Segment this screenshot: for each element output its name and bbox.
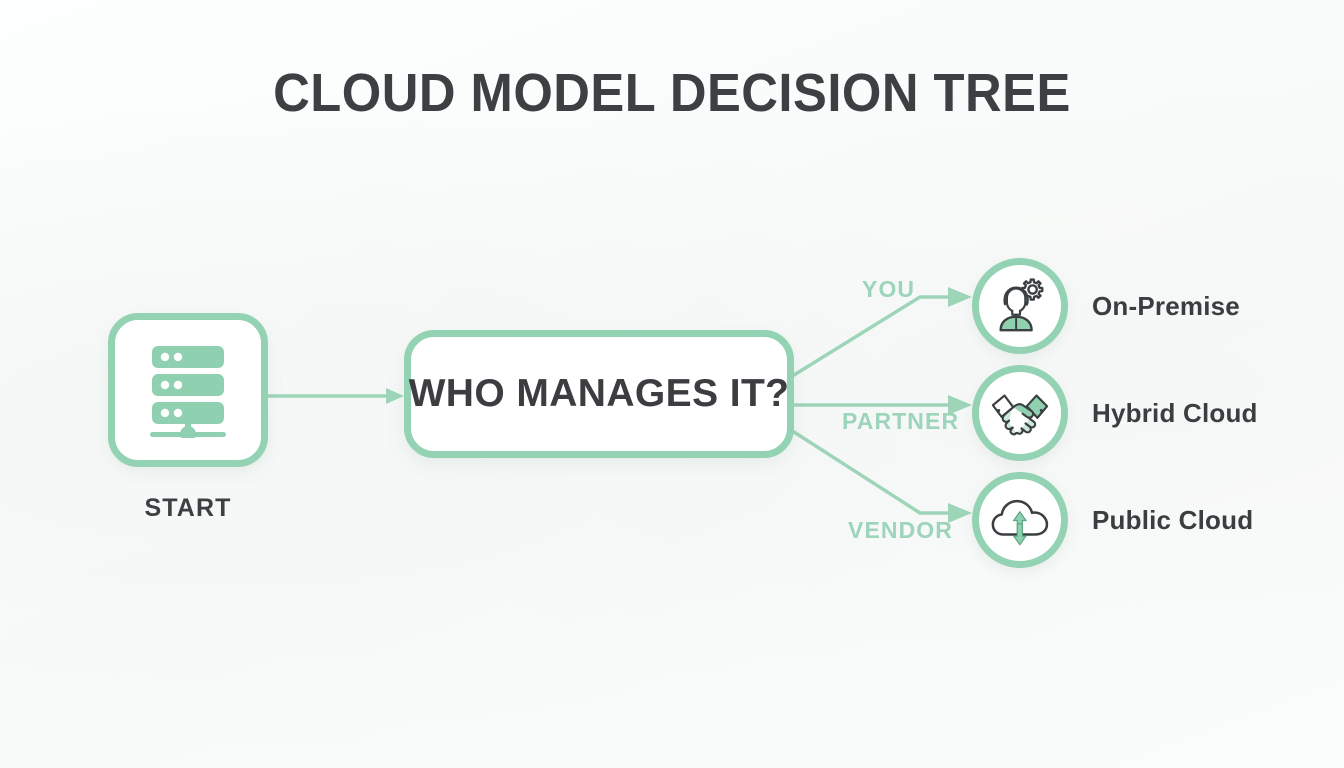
outcome-icon-circle	[972, 472, 1068, 568]
cloud-sync-icon	[991, 499, 1049, 546]
start-label: START	[144, 494, 232, 522]
connector-start-to-decision	[268, 388, 404, 404]
outcome-label-public-cloud: Public Cloud	[1092, 504, 1254, 535]
outcome-label-hybrid-cloud: Hybrid Cloud	[1092, 397, 1258, 428]
branch-label-you: YOU	[862, 276, 916, 302]
decision-node[interactable]: WHO MANAGES IT?	[404, 330, 794, 458]
branch-label-partner: PARTNER	[842, 408, 960, 434]
decision-question: WHO MANAGES IT?	[408, 372, 790, 415]
outcome-public-cloud[interactable]: Public Cloud	[972, 472, 1253, 568]
outcome-label-on-premise: On-Premise	[1092, 290, 1240, 321]
outcome-on-premise[interactable]: On-Premise	[972, 258, 1240, 354]
outcome-hybrid-cloud[interactable]: Hybrid Cloud	[972, 365, 1258, 461]
outcome-icon-circle	[972, 365, 1068, 461]
page-title: CLOUD MODEL DECISION TREE	[273, 63, 1071, 123]
outcome-icon-circle	[972, 258, 1068, 354]
branch-label-vendor: VENDOR	[848, 517, 954, 543]
connector-branch-vendor	[792, 430, 972, 523]
handshake-icon	[991, 394, 1049, 436]
person-gear-icon	[999, 278, 1044, 332]
start-node[interactable]	[108, 313, 268, 467]
server-stack-icon	[150, 346, 226, 438]
